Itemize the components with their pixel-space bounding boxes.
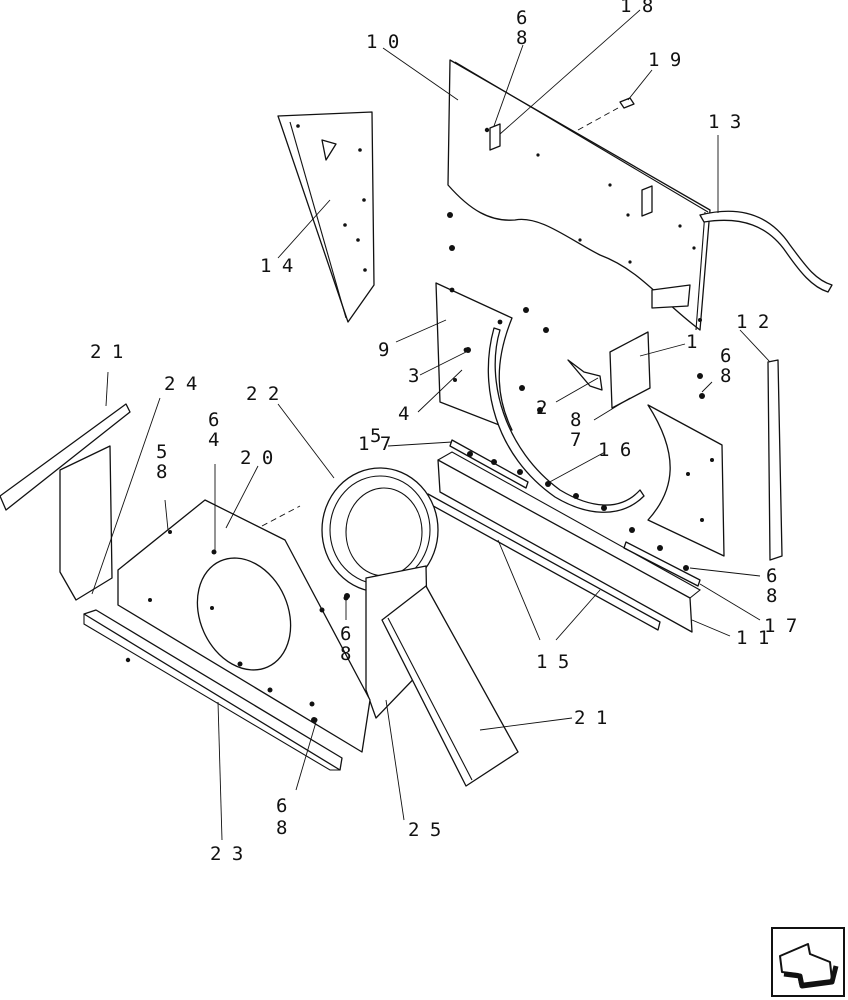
part-20-fan-panel xyxy=(117,499,371,753)
callout-1: 1 xyxy=(686,331,708,353)
callout-17: 17 xyxy=(764,615,808,637)
callout-6: 6 xyxy=(766,565,788,587)
callout-5: 5 xyxy=(370,425,392,447)
callout-15: 15 xyxy=(536,651,580,673)
part-10-rear-panel xyxy=(447,59,711,331)
part-1-bracket xyxy=(567,331,651,409)
callout-13: 13 xyxy=(708,111,752,133)
callout-24: 24 xyxy=(164,373,208,395)
callout-6: 6 xyxy=(340,623,362,645)
part-12-bar xyxy=(767,359,783,561)
callout-8: 8 xyxy=(766,585,788,607)
callout-6: 6 xyxy=(720,345,742,367)
part-21-tray xyxy=(381,585,519,787)
callout-8: 8 xyxy=(570,409,592,431)
part-22-ring xyxy=(321,467,439,593)
callouts: 10 6 8 18 19 13 14 9 3 4 1 2 6 8 12 8 7 … xyxy=(90,0,808,865)
callout-4: 4 xyxy=(208,429,230,451)
callout-22: 22 xyxy=(246,383,290,405)
callout-3: 3 xyxy=(408,365,430,387)
part-13-strap xyxy=(699,210,833,293)
callout-17: 17 xyxy=(358,433,402,455)
part-11-channel xyxy=(437,451,701,633)
leader-lines xyxy=(91,9,771,841)
part-23-angle-bar xyxy=(83,609,343,771)
callout-4: 4 xyxy=(398,403,420,425)
part-21-frame xyxy=(0,403,131,511)
callout-20: 20 xyxy=(240,447,284,469)
callout-9: 9 xyxy=(378,339,400,361)
part-16-curved-band xyxy=(487,327,645,513)
callout-21: 21 xyxy=(90,341,134,363)
callout-10: 10 xyxy=(366,31,410,53)
next-page-arrow-icon xyxy=(771,927,845,997)
callout-25: 25 xyxy=(408,819,452,841)
next-page-button[interactable] xyxy=(770,926,846,998)
callout-8: 8 xyxy=(516,27,538,49)
right-side-panel xyxy=(647,404,725,557)
callout-8: 8 xyxy=(156,461,178,483)
callout-23: 23 xyxy=(210,843,254,865)
part-19-clip xyxy=(577,97,635,131)
callout-12: 12 xyxy=(736,311,780,333)
callout-6: 6 xyxy=(276,795,298,817)
callout-8: 8 xyxy=(720,365,742,387)
callout-8: 8 xyxy=(340,643,362,665)
part-14-side-panel xyxy=(277,111,375,323)
callout-18: 18 xyxy=(620,0,664,17)
callout-21: 21 xyxy=(574,707,618,729)
callout-14: 14 xyxy=(260,255,304,277)
callout-16: 16 xyxy=(598,439,642,461)
callout-6: 6 xyxy=(208,409,230,431)
callout-7: 7 xyxy=(570,429,592,451)
callout-19: 19 xyxy=(648,49,692,71)
callout-5: 5 xyxy=(156,441,178,463)
callout-2: 2 xyxy=(536,397,558,419)
callout-11: 11 xyxy=(736,627,780,649)
part-24-shield xyxy=(59,445,113,601)
callout-6: 6 xyxy=(516,7,538,29)
callout-8: 8 xyxy=(276,817,298,839)
